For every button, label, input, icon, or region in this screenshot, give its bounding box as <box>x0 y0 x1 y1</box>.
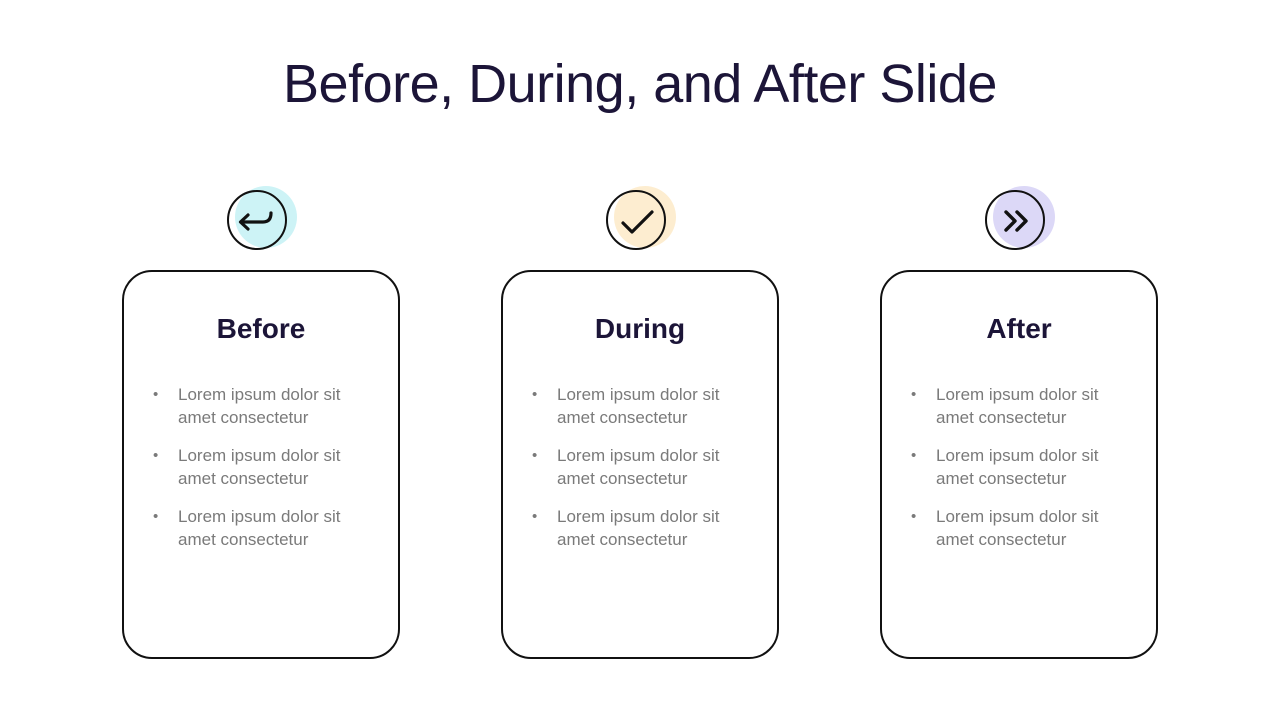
list-item: •Lorem ipsum dolor sit amet consectetur <box>911 446 1099 488</box>
bullet-icon: • <box>532 508 538 525</box>
during-icon-badge <box>599 180 679 260</box>
before-icon-badge <box>220 180 300 260</box>
list-item: •Lorem ipsum dolor sit amet consectetur <box>153 446 341 488</box>
after-card: After •Lorem ipsum dolor sit amet consec… <box>880 270 1158 659</box>
during-icon-ring <box>606 190 666 250</box>
after-card-heading: After <box>986 313 1052 344</box>
during-card-heading: During <box>594 313 686 344</box>
bullet-icon: • <box>911 508 917 525</box>
list-item: •Lorem ipsum dolor sit amet consectetur <box>911 507 1099 549</box>
after-bullet-list: •Lorem ipsum dolor sit amet consectetur … <box>882 384 1156 567</box>
bullet-icon: • <box>153 508 159 525</box>
double-chevron-right-icon <box>1004 210 1028 232</box>
list-item: •Lorem ipsum dolor sit amet consectetur <box>532 507 720 549</box>
list-item: •Lorem ipsum dolor sit amet consectetur <box>911 385 1099 427</box>
before-icon-ring <box>227 190 287 250</box>
list-item: •Lorem ipsum dolor sit amet consectetur <box>153 385 341 427</box>
bullet-icon: • <box>153 447 159 464</box>
bullet-icon: • <box>153 386 159 403</box>
list-item: •Lorem ipsum dolor sit amet consectetur <box>532 385 720 427</box>
bullet-icon: • <box>532 447 538 464</box>
during-bullet-list: •Lorem ipsum dolor sit amet consectetur … <box>503 384 777 567</box>
before-bullet-list: •Lorem ipsum dolor sit amet consectetur … <box>124 384 398 567</box>
before-card-heading: Before <box>216 313 306 344</box>
bullet-icon: • <box>532 386 538 403</box>
after-icon-badge <box>978 180 1058 260</box>
list-item: •Lorem ipsum dolor sit amet consectetur <box>153 507 341 549</box>
checkmark-icon <box>621 210 654 234</box>
before-card: Before •Lorem ipsum dolor sit amet conse… <box>122 270 400 659</box>
slide-title: Before, During, and After Slide <box>283 54 997 114</box>
bullet-icon: • <box>911 447 917 464</box>
after-icon-ring <box>985 190 1045 250</box>
return-arrow-icon <box>238 211 273 231</box>
list-item: •Lorem ipsum dolor sit amet consectetur <box>532 446 720 488</box>
bullet-icon: • <box>911 386 917 403</box>
during-card: During •Lorem ipsum dolor sit amet conse… <box>501 270 779 659</box>
